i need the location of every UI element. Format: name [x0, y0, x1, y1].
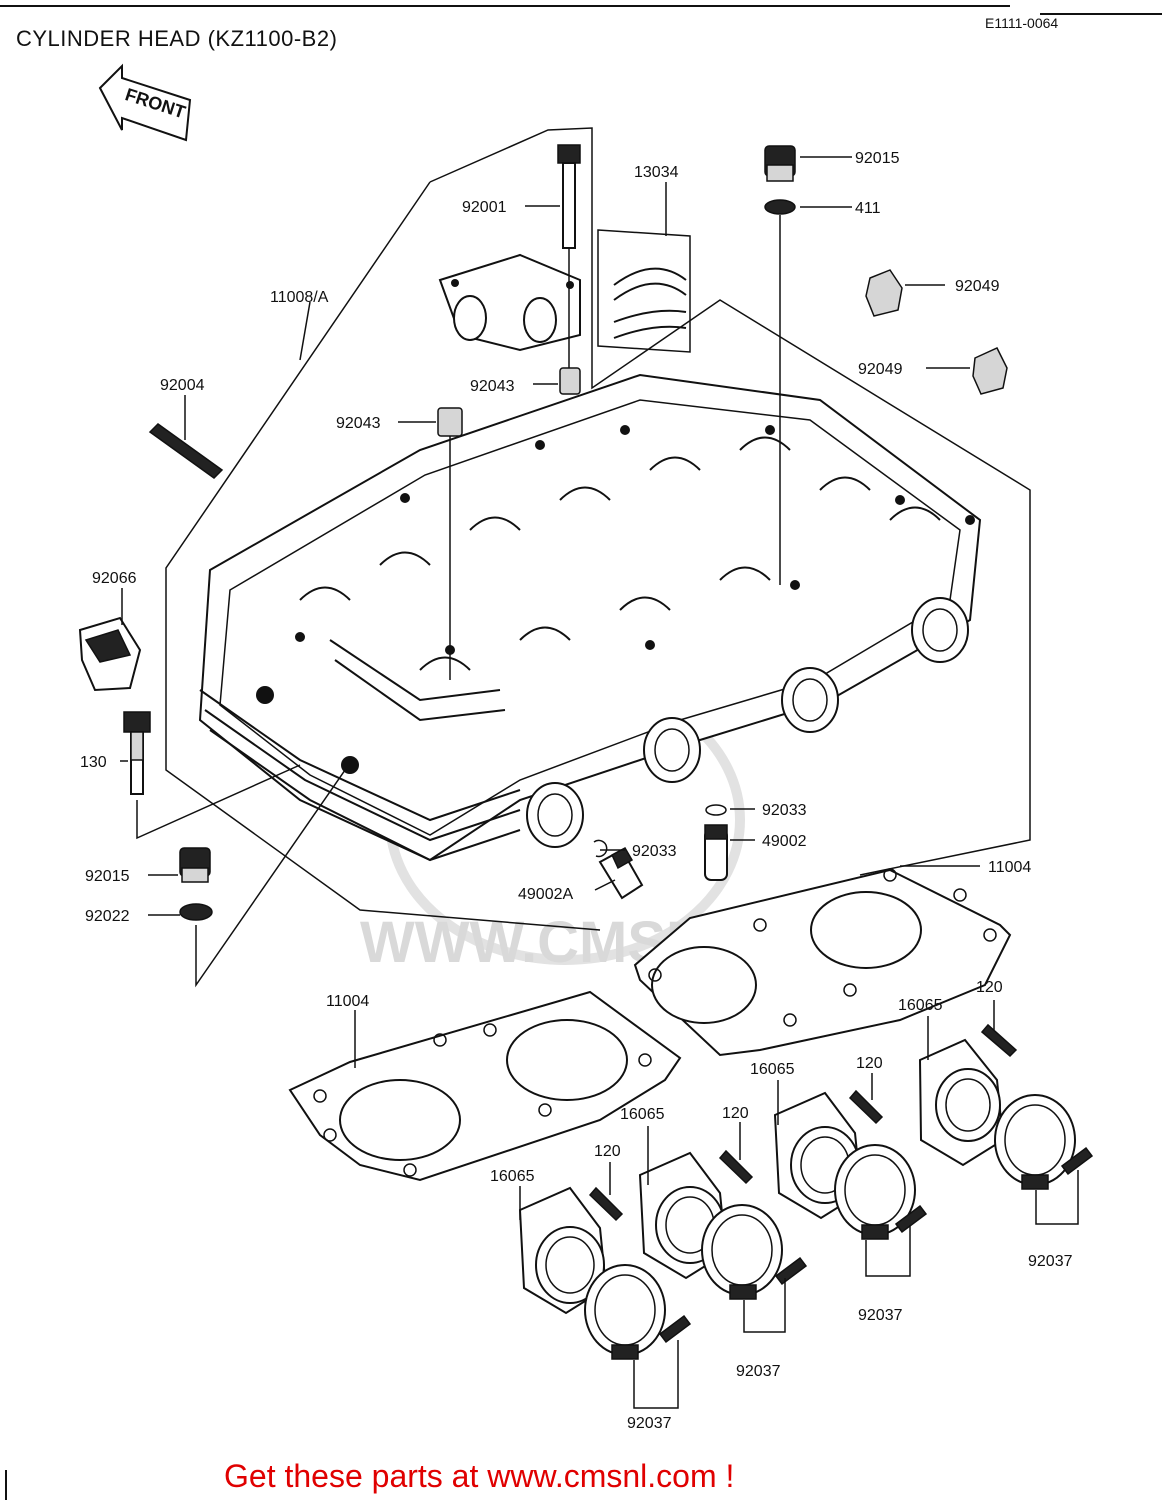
label-16065-2: 16065 — [620, 1106, 665, 1123]
carburetor-holder-16065-1 — [518, 1186, 608, 1315]
label-11004-left: 11004 — [326, 993, 369, 1010]
label-16065-1: 16065 — [490, 1168, 535, 1185]
label-92049-lower: 92049 — [858, 361, 903, 378]
label-92037-2: 92037 — [736, 1363, 781, 1380]
label-92043-upper: 92043 — [470, 378, 515, 395]
label-92015-lower: 92015 — [85, 868, 130, 885]
bolt-holes — [256, 425, 975, 774]
label-92001: 92001 — [462, 199, 507, 216]
leader-lines — [120, 156, 1079, 1409]
label-49002A: 49002A — [518, 886, 573, 903]
label-130: 130 — [80, 754, 107, 771]
plug-92015-top — [764, 145, 796, 182]
diagram-title: CYLINDER HEAD (KZ1100-B2) — [16, 26, 337, 51]
label-92033-lower: 92033 — [632, 843, 677, 860]
stud-92004 — [148, 423, 224, 479]
bolt-130 — [123, 711, 151, 795]
head-gasket-11004-left — [288, 990, 682, 1182]
label-120-4: 120 — [976, 979, 1003, 996]
label-92004: 92004 — [160, 377, 205, 394]
screw-120-3 — [848, 1089, 884, 1125]
clamp-screw-92037-3 — [894, 1204, 928, 1234]
label-13034: 13034 — [634, 164, 679, 181]
screw-120-1 — [588, 1186, 624, 1222]
intake-clamp-3 — [834, 1144, 916, 1240]
clamp-screw-92037-4 — [1060, 1146, 1094, 1176]
label-92037-4: 92037 — [1028, 1253, 1073, 1270]
carburetor-holder-16065-4 — [918, 1038, 1005, 1167]
screw-120-4 — [980, 1023, 1018, 1058]
label-120-1: 120 — [594, 1143, 621, 1160]
label-92043-lower: 92043 — [336, 415, 381, 432]
o-ring-92033-upper — [705, 804, 727, 816]
camshaft-bearing-13034 — [597, 229, 691, 353]
label-92015-top: 92015 — [855, 150, 900, 167]
intake-clamp-1 — [584, 1264, 666, 1360]
rubber-cap-92049-lower — [972, 347, 1008, 395]
intake-ports — [526, 597, 969, 848]
dowel-pin-92043-lower — [437, 407, 463, 437]
fitting-49002A — [598, 846, 644, 900]
label-11008A: 11008/A — [270, 289, 329, 306]
label-92037-1: 92037 — [627, 1415, 672, 1432]
label-92033-upper: 92033 — [762, 802, 807, 819]
cooling-fins — [199, 639, 521, 862]
camshaft-cap — [438, 253, 581, 352]
label-92049-upper: 92049 — [955, 278, 1000, 295]
label-11004-right: 11004 — [988, 859, 1031, 876]
label-120-2: 120 — [722, 1105, 749, 1122]
bolt-92001 — [557, 144, 581, 375]
clamp-92066 — [78, 616, 142, 692]
leader-plug-lower — [195, 759, 353, 988]
label-49002: 49002 — [762, 833, 807, 850]
label-411: 411 — [855, 200, 881, 217]
washer-92022 — [179, 903, 213, 921]
label-120-3: 120 — [856, 1055, 883, 1072]
label-92022: 92022 — [85, 908, 130, 925]
leader-bolt-130 — [136, 764, 301, 840]
part-labels: 92015 411 13034 92001 92049 92049 11008/… — [80, 150, 1073, 1432]
assembly-outline — [165, 127, 1031, 931]
label-16065-3: 16065 — [750, 1061, 795, 1078]
dowel-pin-92043-upper — [559, 367, 581, 395]
head-gasket-11004-right — [633, 868, 1012, 1057]
fitting-49002 — [704, 824, 728, 881]
label-92037-3: 92037 — [858, 1307, 903, 1324]
screw-120-2 — [718, 1149, 754, 1185]
label-92066: 92066 — [92, 570, 137, 587]
clamp-screw-92037-1 — [658, 1314, 692, 1344]
clamp-screw-92037-2 — [774, 1256, 808, 1286]
cylinder-head-body — [198, 373, 982, 862]
rubber-cap-92049-upper — [865, 269, 903, 317]
washer-411 — [764, 199, 796, 215]
label-16065-4: 16065 — [898, 997, 943, 1014]
footer-promo-link[interactable]: Get these parts at www.cmsnl.com ! — [224, 1458, 734, 1494]
plug-92015-lower — [179, 847, 211, 883]
intake-clamp-2 — [701, 1204, 783, 1300]
front-arrow-icon: FRONT — [98, 63, 192, 142]
intake-clamp-4 — [994, 1094, 1076, 1190]
o-ring-92033-lower — [593, 839, 608, 858]
drawing-code: E1111-0064 — [985, 15, 1058, 31]
cam-journals — [299, 436, 941, 671]
